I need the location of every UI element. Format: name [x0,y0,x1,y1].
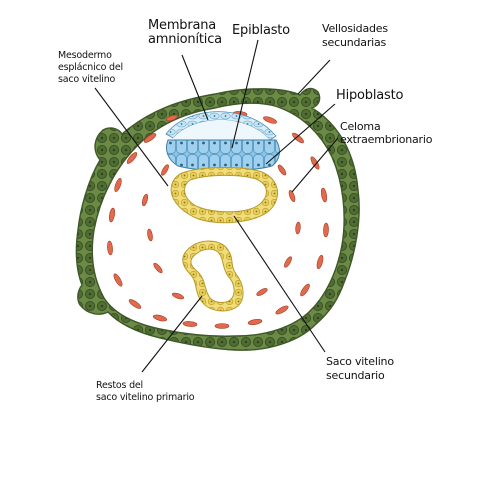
label-vellosidades: Vellosidades secundarias [322,22,391,49]
secondary-yolk-sac [170,167,278,224]
label-restos-line1: Restos del [96,380,143,391]
leader-vellosidades [297,59,331,95]
label-mesodermo-line3: saco vitelino [58,74,116,85]
label-epiblasto: Epiblasto [232,23,290,38]
leader-epiblasto [231,39,259,149]
label-hipoblasto: Hipoblasto [336,88,403,103]
mesoderm-cells [107,111,329,329]
label-saco-secundario-line1: Saco vitelino [326,355,394,368]
label-celoma-line1: Celoma [340,120,381,133]
amniotic-cavity [173,119,270,144]
label-restos-line2: saco vitelino primario [96,392,195,403]
labels: Membrana amnionítica Epiblasto Vellosida… [58,18,433,403]
label-restos: Restos del saco vitelino primario [96,380,195,403]
label-mesodermo-line2: esplácnico del [58,62,123,73]
primary-yolk-sac-remnants [182,240,244,312]
label-saco-secundario-line2: secundario [326,369,385,382]
label-mesodermo-line1: Mesodermo [58,50,112,61]
leader-hipoblasto [265,103,336,165]
chorion-ring [75,87,360,351]
label-saco-secundario: Saco vitelino secundario [326,355,397,382]
label-mesodermo: Mesodermo esplácnico del saco vitelino [58,50,126,85]
leader-saco-secundario [233,215,326,353]
label-celoma-line2: extraembrionario [340,133,433,146]
leader-celoma [291,137,339,193]
leader-mesodermo [94,87,169,187]
label-membrana-line1: Membrana [148,18,216,33]
label-vellosidades-line2: secundarias [322,36,387,49]
leader-restos [141,295,203,373]
epiblast [165,139,280,171]
chorion-outer-wall [75,87,360,351]
label-membrana-line2: amnionítica [148,32,222,47]
leader-membrana [181,54,209,121]
leader-lines [94,39,339,373]
label-celoma: Celoma extraembrionario [340,120,433,146]
label-vellosidades-line1: Vellosidades [322,22,388,35]
label-membrana: Membrana amnionítica [148,18,222,47]
